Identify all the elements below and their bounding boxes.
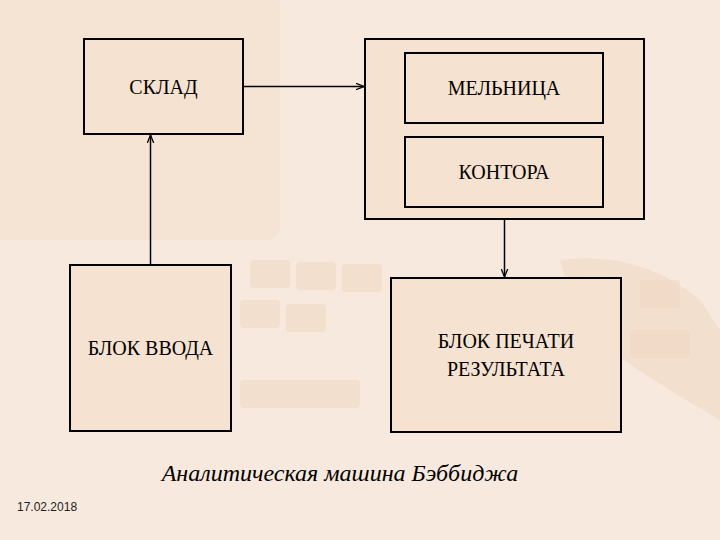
control-box: КОНТОРА <box>404 136 604 208</box>
processor-frame: МЕЛЬНИЦА КОНТОРА <box>364 38 645 220</box>
box-label: БЛОК ПЕЧАТИ РЕЗУЛЬТАТА <box>402 327 610 383</box>
box-label: КОНТОРА <box>458 158 549 186</box>
flow-arrow <box>244 86 364 88</box>
box-label: СКЛАД <box>129 73 197 101</box>
slide-caption: Аналитическая машина Бэббиджа <box>60 460 620 487</box>
mill-box: МЕЛЬНИЦА <box>404 52 604 124</box>
flow-arrow <box>504 220 506 277</box>
box-label: БЛОК ВВОДА <box>88 334 214 362</box>
storage-box: СКЛАД <box>83 38 244 135</box>
box-label: МЕЛЬНИЦА <box>448 74 561 102</box>
flow-arrow <box>150 135 152 264</box>
output-box: БЛОК ПЕЧАТИ РЕЗУЛЬТАТА <box>390 277 622 433</box>
input-box: БЛОК ВВОДА <box>69 264 232 432</box>
date-label: 17.02.2018 <box>17 500 77 514</box>
